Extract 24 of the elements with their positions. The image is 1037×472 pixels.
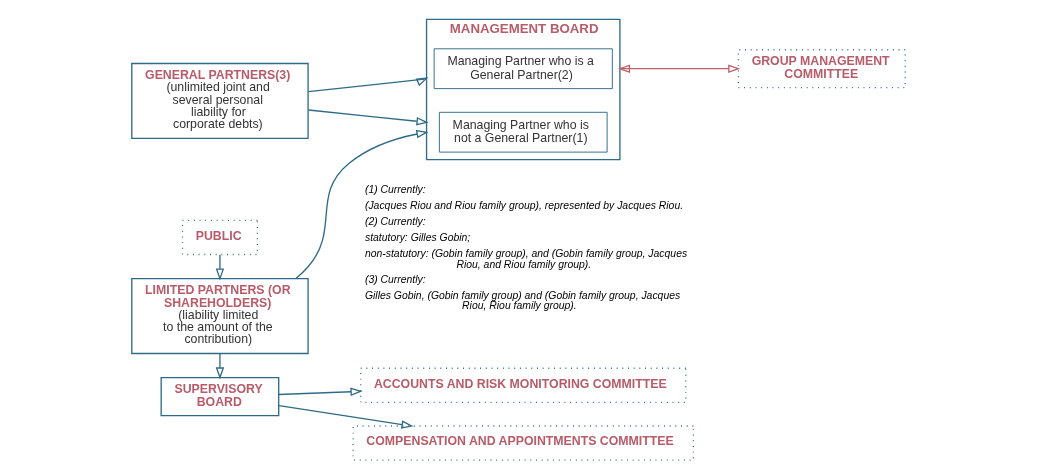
node-box: ACCOUNTS AND RISK MONITORING COMMITTEE	[360, 367, 687, 403]
label: Gilles Gobin, (Gobin family group) and (Gobin family group, Jacques Riou, Riou family group).	[364, 289, 681, 312]
node-box: Managing Partner who is not a General Partner(1)	[438, 111, 608, 153]
arrow	[307, 109, 429, 126]
node-box: SUPERVISORY BOARD	[160, 377, 280, 417]
node-box: Managing Partner who is a General Partner(2)	[433, 48, 613, 90]
arrow	[215, 353, 225, 380]
arrow	[295, 129, 429, 280]
label: (1) Currently:	[364, 183, 426, 195]
label: (Jacques Riou and Riou family group), represented by Jacques Riou.	[364, 199, 684, 211]
arrow	[617, 64, 741, 73]
node-box: PUBLIC	[181, 219, 259, 256]
label: statutory: Gilles Gobin;	[364, 232, 471, 244]
label: non-statutory: (Gobin family group), and (Gobin family group, Jacques Riou, and Riou family group).	[364, 248, 688, 270]
node-box: GROUP MANAGEMENT COMMITTEE	[737, 49, 906, 89]
label: (3) Currently:	[364, 273, 426, 285]
node-box: GENERAL PARTNERS(3) (unlimited joint and several personal liability for corporate debts)	[131, 62, 309, 140]
arrow	[307, 77, 429, 93]
node-box: COMPENSATION AND APPOINTMENTS COMMITTEE	[352, 425, 695, 461]
arrow	[278, 404, 414, 429]
node-box: LIMITED PARTNERS (OR SHAREHOLDERS) (liability limited to the amount of the contribution)	[131, 278, 309, 355]
label: (2) Currently:	[364, 215, 426, 227]
arrow	[215, 254, 225, 281]
arrow	[278, 387, 363, 396]
